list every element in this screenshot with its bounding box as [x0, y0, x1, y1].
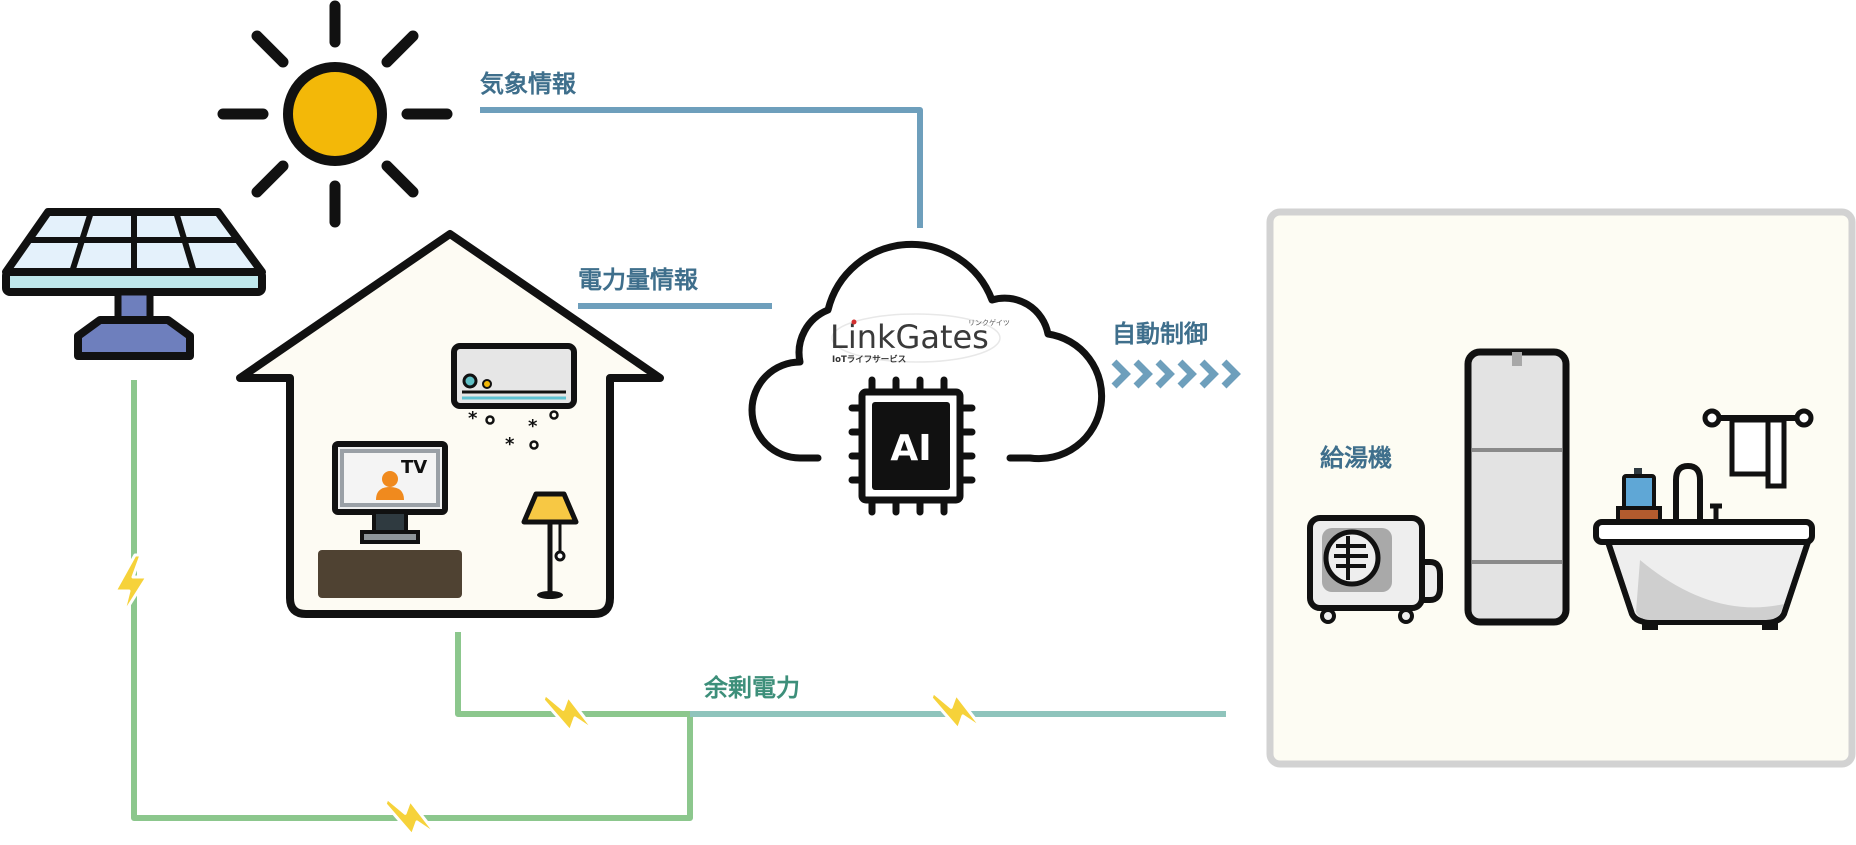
tv-icon: TV — [332, 441, 448, 544]
water-heater-label: 給湯機 — [1320, 444, 1392, 472]
house-power-line — [455, 632, 690, 717]
auto-control-label: 自動制御 — [1112, 320, 1208, 348]
svg-text:*: * — [528, 416, 538, 437]
lightning-bolt-icon — [383, 796, 439, 838]
cloud-icon — [748, 240, 1106, 463]
heat-pump-unit-icon — [1307, 515, 1443, 624]
svg-text:*: * — [468, 408, 478, 429]
surplus-power-label: 余剰電力 — [703, 674, 800, 702]
tv-stand — [318, 550, 462, 598]
weather-info-line — [480, 107, 923, 228]
air-conditioner-icon: * * * — [451, 343, 577, 455]
weather-info-label: 気象情報 — [480, 70, 577, 98]
tv-label: TV — [401, 457, 427, 478]
towel-rack-icon — [1702, 408, 1814, 489]
hot-water-tank-icon — [1464, 348, 1570, 626]
brand-name: LinkGates — [830, 318, 989, 356]
linkgates-logo: リンクゲイツ LinkGates IoTライフサービス — [830, 313, 1010, 365]
floor-lamp-icon — [521, 491, 579, 599]
lightning-bolt-icon — [929, 690, 985, 732]
lightning-bolt-icon — [113, 553, 149, 617]
lightning-bolt-icon — [541, 692, 597, 734]
chevrons-right-icon — [1111, 359, 1241, 389]
sun-icon — [217, 0, 453, 228]
bathtub-icon — [1593, 462, 1815, 630]
power-info-label: 電力量情報 — [578, 266, 699, 294]
svg-text:*: * — [505, 434, 515, 455]
solar-panel-icon — [2, 208, 266, 360]
ai-chip-icon: AI — [848, 376, 976, 516]
brand-ruby: リンクゲイツ — [968, 318, 1010, 327]
chip-label: AI — [890, 428, 931, 469]
house-icon: * * * TV — [236, 230, 664, 618]
brand-tagline: IoTライフサービス — [832, 354, 906, 365]
